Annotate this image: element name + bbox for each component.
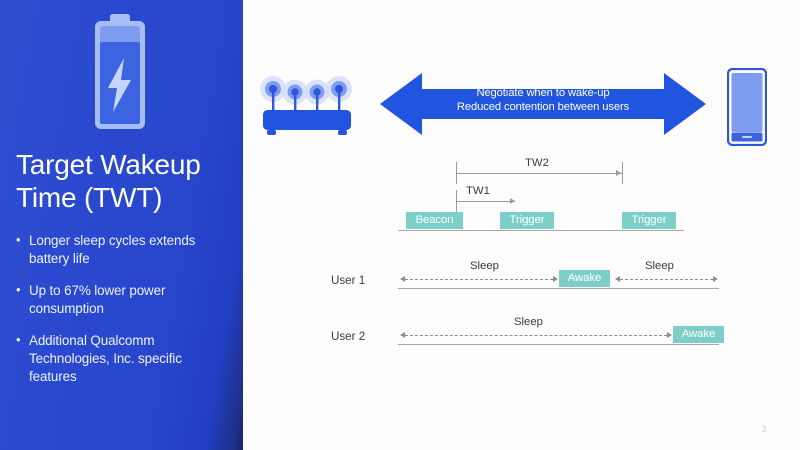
tw1-span-line: [456, 201, 515, 202]
frame-block-beacon: Beacon: [406, 212, 463, 229]
user-2-baseline: [398, 344, 719, 346]
page-number: 3: [762, 425, 767, 434]
sidebar-panel: Target Wakeup Time (TWT) Longer sleep cy…: [0, 0, 243, 450]
user-2-sleep-line: [405, 335, 667, 336]
user-1-sleep-1-arrow-right: [553, 276, 558, 282]
tw2-arrowhead: [616, 170, 621, 176]
negotiate-line-2: Reduced contention between users: [456, 101, 630, 114]
tw2-label: TW2: [525, 157, 549, 169]
feature-bullet-list: Longer sleep cycles extends battery life…: [16, 231, 232, 400]
wifi-router-icon: [259, 66, 359, 138]
user-1-label: User 1: [331, 274, 366, 287]
frame-baseline: [398, 230, 684, 232]
user-1-sleep-1-arrow-left: [400, 276, 405, 282]
smartphone-icon: [726, 67, 768, 147]
frame-block-trigger-1: Trigger: [500, 212, 554, 229]
user-1-sleep-2-line: [620, 279, 713, 280]
battery-charging-icon: [86, 14, 154, 130]
list-item: Longer sleep cycles extends battery life: [16, 231, 232, 268]
user-1-sleep-2-label: Sleep: [645, 260, 674, 272]
negotiate-arrow-label: Negotiate when to wake-up Reduced conten…: [380, 86, 706, 115]
negotiate-line-1: Negotiate when to wake-up: [476, 87, 610, 99]
user-2-label: User 2: [331, 330, 366, 343]
user-1-sleep-1-label: Sleep: [470, 260, 499, 272]
list-item: Additional Qualcomm Technologies, Inc. s…: [16, 331, 232, 386]
user-2-sleep-arrow-right: [667, 332, 672, 338]
tw2-span-line: [456, 173, 622, 174]
user-1-sleep-2-arrow-right: [713, 276, 718, 282]
user-2-awake-block: Awake: [673, 326, 724, 343]
page-title: Target Wakeup Time (TWT): [16, 149, 201, 213]
user-2-sleep-arrow-left: [400, 332, 405, 338]
tw2-tick-end: [622, 162, 623, 184]
frame-block-trigger-2: Trigger: [622, 212, 676, 229]
user-1-baseline: [398, 288, 719, 290]
list-item: Up to 67% lower power consumption: [16, 281, 232, 318]
user-1-sleep-2-arrow-left: [615, 276, 620, 282]
negotiate-double-arrow: [380, 72, 706, 136]
tw1-label: TW1: [466, 185, 490, 197]
tw1-arrowhead: [510, 198, 515, 204]
user-1-sleep-1-line: [405, 279, 553, 280]
user-1-awake-block: Awake: [559, 270, 610, 287]
user-2-sleep-label: Sleep: [514, 316, 543, 328]
